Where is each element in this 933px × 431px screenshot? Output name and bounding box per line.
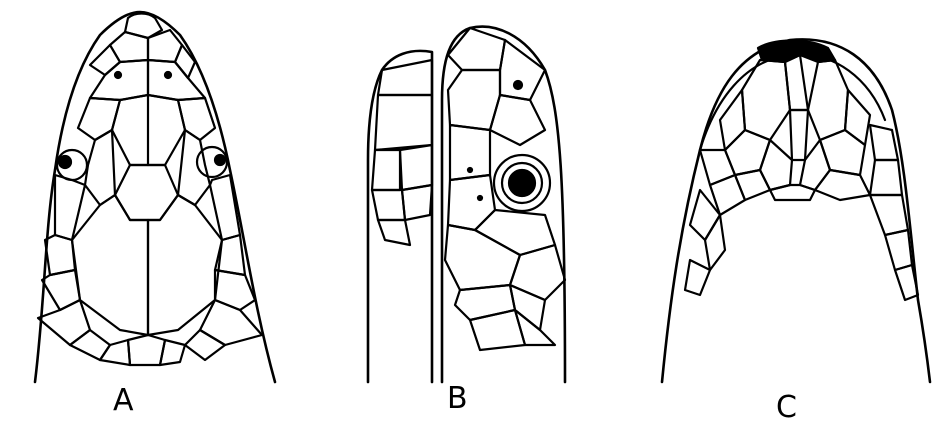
panel-c-ventral-head: [662, 39, 930, 382]
panel-label-c: C: [776, 393, 797, 423]
panel-a-dorsal-head: [35, 12, 275, 382]
panel-label-a: A: [113, 386, 134, 416]
panel-b-lateral-head: [368, 27, 565, 382]
panel-label-b: B: [447, 384, 468, 414]
